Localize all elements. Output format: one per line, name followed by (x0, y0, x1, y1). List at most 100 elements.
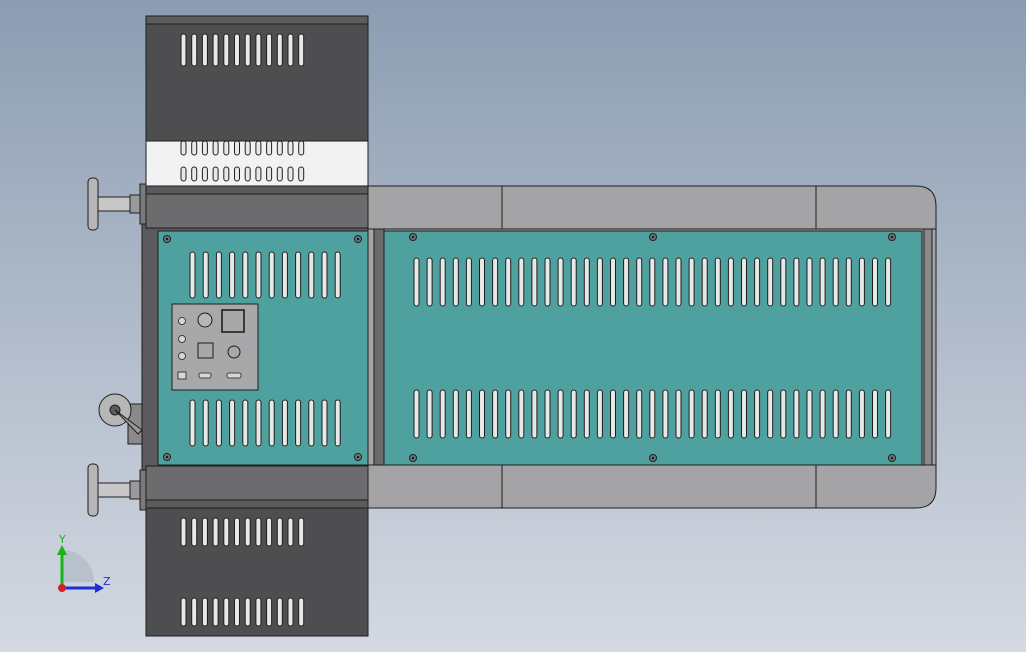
vent-slot (714, 257, 721, 307)
screw (649, 454, 657, 462)
vent-slot (780, 389, 787, 439)
vent-slot (570, 257, 577, 307)
vent-slot (229, 399, 236, 447)
vent-slot (180, 140, 187, 156)
vent-slot (215, 399, 222, 447)
vent-slot (596, 389, 603, 439)
vent-slot (321, 251, 328, 299)
vent-slot (623, 389, 630, 439)
vent-slot (180, 597, 187, 627)
vent-slot (662, 389, 669, 439)
handwheel-top[interactable] (87, 177, 147, 231)
screw (409, 233, 417, 241)
vent-slot (223, 140, 230, 156)
vent-slot (872, 257, 878, 307)
vent-slot (727, 389, 734, 439)
vent-slot (244, 597, 251, 627)
vent-slot (242, 399, 249, 447)
vent-slot (268, 251, 275, 299)
vent-slot (583, 389, 590, 439)
vent-slot (202, 251, 209, 299)
main-vented-panel (373, 228, 923, 466)
vent-slot (212, 517, 219, 547)
vent-slot (819, 257, 826, 307)
vent-slot (858, 389, 865, 439)
vent-slot (268, 399, 275, 447)
vent-slot (234, 597, 240, 627)
screw (888, 233, 896, 241)
vent-slot (806, 389, 813, 439)
vent-slot (439, 389, 446, 439)
vent-slot (727, 257, 734, 307)
vent-slot (298, 517, 305, 547)
vent-slot (583, 257, 590, 307)
screw (354, 453, 362, 461)
gauge (227, 345, 241, 359)
vent-slot (201, 166, 208, 182)
display-meter (221, 309, 245, 333)
vent-slot (244, 166, 251, 182)
heater-vent-slots (180, 33, 305, 182)
vent-slot (298, 140, 305, 156)
vent-slot (832, 257, 839, 307)
vent-slot (295, 399, 302, 447)
vent-slot (234, 33, 240, 67)
vent-slot (212, 140, 219, 156)
vent-slot (649, 257, 656, 307)
vent-slot (212, 597, 219, 627)
handwheel-bottom[interactable] (87, 463, 147, 517)
vent-slot (276, 166, 283, 182)
vent-slot (191, 597, 198, 627)
vent-slot (287, 517, 294, 547)
vent-slots-lower (413, 389, 892, 439)
vent-slot (255, 33, 262, 67)
vent-slot (858, 257, 865, 307)
vent-slot (201, 140, 208, 156)
vent-slot (636, 257, 643, 307)
vent-slot (714, 389, 721, 439)
vent-slot (885, 389, 892, 439)
vent-slot (255, 166, 262, 182)
vent-slot (287, 166, 294, 182)
screw (888, 454, 896, 462)
vent-slot (492, 389, 499, 439)
vent-slot (223, 517, 230, 547)
vent-slot (544, 389, 551, 439)
panel-screws (409, 233, 896, 462)
vent-slot (465, 257, 472, 307)
vent-slot (212, 166, 219, 182)
vent-slot (793, 257, 800, 307)
vent-slot (201, 597, 208, 627)
vent-slot (452, 389, 459, 439)
vent-slot (872, 389, 878, 439)
vent-slot (518, 257, 525, 307)
screw (409, 454, 417, 462)
vent-slot (189, 251, 196, 299)
vent-slot (287, 140, 294, 156)
control-panel-screws (163, 235, 362, 461)
vent-slot (649, 389, 656, 439)
indicator-light (178, 335, 186, 343)
vent-slot (505, 389, 512, 439)
vent-slot (276, 33, 283, 67)
vent-slot (465, 389, 472, 439)
vent-slot (255, 140, 262, 156)
vent-slot (767, 389, 774, 439)
vent-slot (780, 257, 787, 307)
vent-slot (234, 140, 240, 156)
vent-slot (191, 33, 198, 67)
vent-slot (426, 257, 433, 307)
vent-slot (255, 251, 262, 299)
vent-slot (675, 389, 682, 439)
heater-box-top (145, 15, 369, 187)
vent-slot (610, 389, 616, 439)
switch (177, 371, 187, 380)
vent-slot (505, 257, 512, 307)
vent-slot (287, 33, 294, 67)
vent-slot (244, 33, 251, 67)
vent-slot (688, 257, 695, 307)
vent-slot (287, 597, 294, 627)
vent-slot (334, 399, 341, 447)
